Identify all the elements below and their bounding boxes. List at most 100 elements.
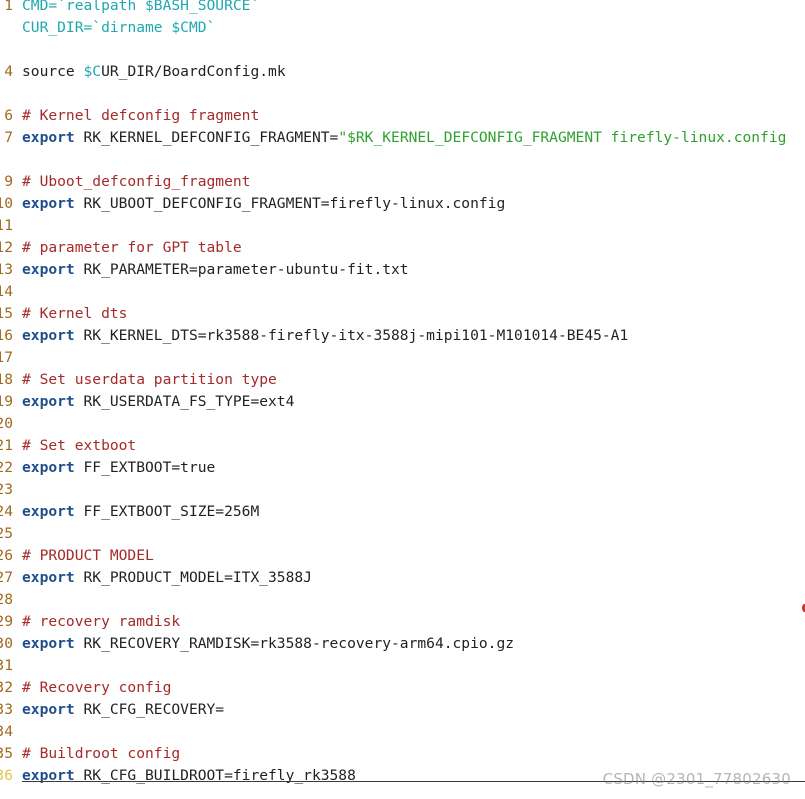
line-content: export RK_PARAMETER=parameter-ubuntu-fit… — [22, 259, 409, 281]
keyword-token: export — [22, 569, 75, 586]
line-number: 1 — [4, 0, 13, 14]
line-content: # Uboot_defconfig_fragment — [22, 171, 250, 193]
line-number: 10 — [0, 195, 13, 212]
code-line[interactable]: 19 export RK_USERDATA_FS_TYPE=ext4 — [0, 391, 805, 413]
keyword-token: export — [22, 129, 75, 146]
code-line[interactable] — [0, 39, 805, 61]
line-content: CMD=`realpath $BASH_SOURCE` — [22, 0, 259, 17]
line-content: # Buildroot config — [22, 743, 180, 765]
comment-token: # Recovery config — [22, 679, 172, 696]
line-content: export RK_RECOVERY_RAMDISK=rk3588-recove… — [22, 633, 514, 655]
keyword-token: export — [22, 261, 75, 278]
line-content: export RK_PRODUCT_MODEL=ITX_3588J — [22, 567, 312, 589]
code-line[interactable]: 14 — [0, 281, 805, 303]
line-content: source $CUR_DIR/BoardConfig.mk — [22, 61, 286, 83]
code-line[interactable]: 33export RK_CFG_RECOVERY= — [0, 699, 805, 721]
line-number: 28 — [0, 591, 13, 608]
code-line[interactable]: 28 — [0, 589, 805, 611]
line-number: 34 — [0, 723, 13, 740]
code-line[interactable]: 9# Uboot_defconfig_fragment — [0, 171, 805, 193]
line-number: 27 — [0, 569, 13, 586]
code-line[interactable]: 34 — [0, 721, 805, 743]
line-content: # PRODUCT MODEL — [22, 545, 154, 567]
variable-token: `dirname $CMD` — [92, 19, 216, 36]
comment-token: # parameter for GPT table — [22, 239, 242, 256]
status-divider — [22, 781, 805, 782]
string-token: "$RK_KERNEL_DEFCONFIG_FRAGMENT firefly-l… — [338, 129, 787, 146]
line-number: 19 — [0, 393, 13, 410]
comment-token: # Set userdata partition type — [22, 371, 277, 388]
code-line[interactable]: 23 — [0, 479, 805, 501]
line-number: 7 — [4, 129, 13, 146]
line-number: 13 — [0, 261, 13, 278]
code-line[interactable]: 7 export RK_KERNEL_DEFCONFIG_FRAGMENT="$R… — [0, 127, 805, 149]
code-line[interactable]: 11 — [0, 215, 805, 237]
line-content: export RK_USERDATA_FS_TYPE=ext4 — [22, 391, 294, 413]
code-line[interactable]: 4 source $CUR_DIR/BoardConfig.mk — [0, 61, 805, 83]
code-line[interactable]: 36export RK_CFG_BUILDROOT=firefly_rk3588 — [0, 765, 805, 787]
code-token: UR_DIR/BoardConfig.mk — [101, 63, 286, 80]
code-line[interactable]: 21# Set extboot — [0, 435, 805, 457]
code-line[interactable]: 27 export RK_PRODUCT_MODEL=ITX_3588J — [0, 567, 805, 589]
line-number: 20 — [0, 415, 13, 432]
code-token: FF_EXTBOOT_SIZE=256M — [74, 503, 260, 520]
code-line[interactable]: 31 — [0, 655, 805, 677]
code-token: source — [22, 63, 84, 80]
comment-token: # recovery ramdisk — [22, 613, 181, 630]
line-number: 31 — [0, 657, 13, 674]
code-line[interactable]: 22export FF_EXTBOOT=true — [0, 457, 805, 479]
comment-token: # Buildroot config — [22, 745, 181, 762]
code-line[interactable]: 29# recovery ramdisk — [0, 611, 805, 633]
line-content: export RK_KERNEL_DEFCONFIG_FRAGMENT="$RK… — [22, 127, 786, 149]
line-content: # Kernel defconfig fragment — [22, 105, 259, 127]
code-line[interactable]: 10 export RK_UBOOT_DEFCONFIG_FRAGMENT=fir… — [0, 193, 805, 215]
line-number: 36 — [0, 767, 13, 784]
keyword-token: export — [22, 393, 75, 410]
code-line[interactable]: 30export RK_RECOVERY_RAMDISK=rk3588-reco… — [0, 633, 805, 655]
line-number: 32 — [0, 679, 13, 696]
comment-token: # Uboot_defconfig_fragment — [22, 173, 251, 190]
code-line[interactable]: 32 # Recovery config — [0, 677, 805, 699]
code-line[interactable]: 12# parameter for GPT table — [0, 237, 805, 259]
line-number: 4 — [4, 63, 13, 80]
line-content: CUR_DIR=`dirname $CMD` — [22, 17, 215, 39]
code-line[interactable]: 18 # Set userdata partition type — [0, 369, 805, 391]
code-line[interactable]: 17 — [0, 347, 805, 369]
keyword-token: export — [22, 195, 75, 212]
code-line[interactable] — [0, 83, 805, 105]
line-number: 18 — [0, 371, 13, 388]
keyword-token: export — [22, 503, 75, 520]
comment-token: # Kernel defconfig fragment — [22, 107, 260, 124]
line-number: 33 — [0, 701, 13, 718]
code-line[interactable]: 1 CMD=`realpath $BASH_SOURCE` — [0, 0, 805, 17]
code-line[interactable] — [0, 149, 805, 171]
line-number: 22 — [0, 459, 13, 476]
line-number: 24 — [0, 503, 13, 520]
line-number: 35 — [0, 745, 13, 762]
code-token: RK_UBOOT_DEFCONFIG_FRAGMENT=firefly-linu… — [74, 195, 506, 212]
code-line[interactable]: CUR_DIR=`dirname $CMD` — [0, 17, 805, 39]
line-content: export FF_EXTBOOT_SIZE=256M — [22, 501, 259, 523]
code-line[interactable]: 13 export RK_PARAMETER=parameter-ubuntu-f… — [0, 259, 805, 281]
keyword-token: export — [22, 459, 75, 476]
code-token: RK_CFG_RECOVERY= — [74, 701, 225, 718]
code-line[interactable]: 16export RK_KERNEL_DTS=rk3588-firefly-it… — [0, 325, 805, 347]
code-line[interactable]: 24 export FF_EXTBOOT_SIZE=256M — [0, 501, 805, 523]
code-line[interactable]: 25 — [0, 523, 805, 545]
line-number: 26 — [0, 547, 13, 564]
line-number: 25 — [0, 525, 13, 542]
code-token: RK_PRODUCT_MODEL=ITX_3588J — [74, 569, 312, 586]
line-number: 11 — [0, 217, 13, 234]
code-line[interactable]: 20 — [0, 413, 805, 435]
line-content: # Kernel dts — [22, 303, 127, 325]
code-token: RK_CFG_BUILDROOT=firefly_rk3588 — [74, 767, 356, 784]
code-line[interactable]: 15 # Kernel dts — [0, 303, 805, 325]
line-number: 15 — [0, 305, 13, 322]
code-line[interactable]: 26 # PRODUCT MODEL — [0, 545, 805, 567]
code-line[interactable]: 35 # Buildroot config — [0, 743, 805, 765]
code-line[interactable]: 6# Kernel defconfig fragment — [0, 105, 805, 127]
line-content: export RK_UBOOT_DEFCONFIG_FRAGMENT=firef… — [22, 193, 505, 215]
variable-token: `realpath $BASH_SOURCE` — [57, 0, 260, 14]
keyword-token: export — [22, 327, 75, 344]
